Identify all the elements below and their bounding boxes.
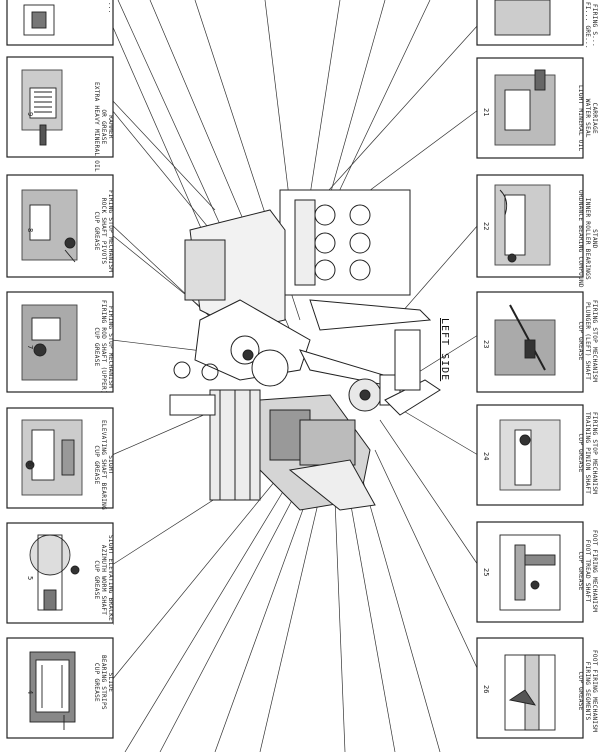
panel-26-number: 26 — [482, 685, 490, 694]
panel-9-caption: RAMMER OR GREASE EXTRA HEAVY MINERAL OIL — [93, 82, 114, 172]
panel-22-number: 22 — [482, 222, 490, 231]
panel-26-caption: FOOT FIRING MECHANISM FIRING SEGMENTS CU… — [577, 650, 598, 733]
panel-right-top-caption: FIRING S... FI... GRE... — [584, 2, 598, 49]
panel-24-number: 24 — [482, 452, 490, 461]
panel-25-number: 25 — [482, 568, 490, 577]
panel-4-caption: SLIDE BEARING STRIPS CUP GREASE — [93, 655, 114, 710]
panel-4-number: 4 — [26, 690, 34, 695]
panel-7-number: 7 — [26, 345, 34, 350]
left-panel-sketches — [21, 4, 83, 730]
panel-23-number: 23 — [482, 340, 490, 349]
panel-25-caption: FOOT FIRING MECHANISM FOOT TREAD SHAFT C… — [577, 530, 598, 613]
left-side-label: LEFT SIDE — [439, 318, 450, 382]
panel-9-number: 9 — [26, 112, 34, 117]
right-panel-sketches — [494, 0, 561, 731]
panel-22-caption: STAND INNER ROLLER BEARINGS ORDNANCE BEA… — [577, 190, 598, 288]
panel-6-caption: SIGHT ELEVATING SHAFT BEARING CUP GREASE — [93, 420, 114, 510]
panel-21-caption: CARRIAGE WATER SEAL LIGHT MINERAL OIL — [577, 85, 598, 152]
panel-23-caption: FIRING STOP MECHANISM PLUNGER (LEFT) SHA… — [577, 300, 598, 383]
gun-mount-assembly — [169, 189, 441, 511]
panel-21-number: 21 — [482, 108, 490, 117]
panel-8-caption: FIRING STOP MECHANISM ROCK SHAFT PIVOTS … — [93, 190, 114, 273]
panel-5-caption: SIGHT ELEVATING BRACKET AZIMUTH WORM SHA… — [93, 535, 114, 625]
panel-5-number: 5 — [26, 576, 34, 581]
panel-left-top — [6, 0, 114, 46]
panel-6-number: 6 — [26, 462, 34, 467]
panel-7-caption: FIRING STOP MECHANISM FIRING ROD SHAFT (… — [93, 300, 114, 394]
panel-24-caption: FIRING STOP MECHANISM TRAINING PINION SH… — [577, 412, 598, 495]
panel-left-top-caption: ... — [107, 2, 114, 14]
panel-8-number: 8 — [26, 228, 34, 233]
